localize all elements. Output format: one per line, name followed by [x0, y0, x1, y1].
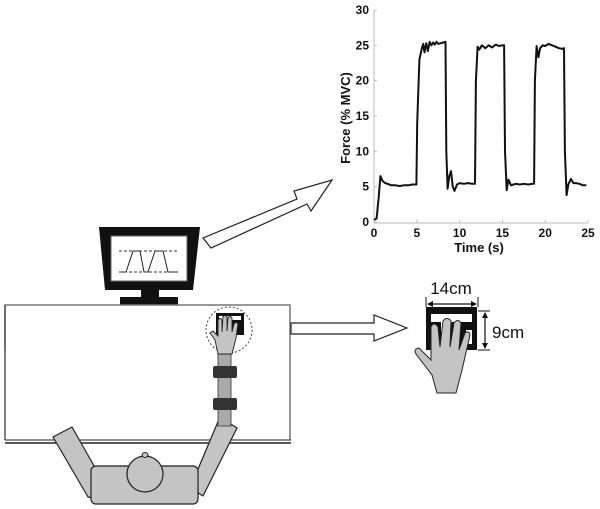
force-series-line — [373, 40, 587, 221]
arrow-to-keypad-inset — [290, 314, 409, 342]
y-tick-label: 5 — [362, 180, 369, 194]
nose — [141, 452, 149, 458]
inset-hand — [414, 318, 471, 394]
y-tick-label: 25 — [356, 38, 370, 52]
right-hand — [209, 315, 239, 355]
x-tick-label: 20 — [539, 226, 553, 240]
monitor-screen — [110, 235, 188, 282]
y-axis-label: Force (% MVC) — [338, 72, 353, 164]
x-tick-label: 5 — [413, 226, 420, 240]
monitor — [99, 227, 200, 305]
y-tick-label: 20 — [356, 74, 370, 88]
keypad-height-label: 9cm — [492, 323, 524, 342]
y-tick-label: 30 — [356, 3, 370, 17]
y-tick-label: 10 — [356, 144, 370, 158]
arrow-to-chart — [202, 178, 334, 249]
subject — [52, 306, 253, 505]
desk — [4, 304, 291, 444]
y-ticks: 0 5 10 15 20 25 30 — [356, 3, 377, 229]
x-tick-label: 0 — [371, 226, 378, 240]
x-axis-label: Time (s) — [454, 240, 504, 255]
head — [126, 455, 164, 493]
y-tick-label: 0 — [362, 215, 369, 229]
right-forearm — [217, 351, 232, 427]
lower-wrist-band — [213, 398, 237, 410]
upper-wrist-band — [213, 366, 237, 378]
x-tick-label: 25 — [581, 226, 595, 240]
monitor-base — [120, 297, 178, 305]
keypad-highlight-circle — [205, 306, 253, 354]
inset-key-row — [431, 314, 472, 322]
keypad-inset: 14cm 9cm — [414, 279, 524, 394]
height-arrowhead-top — [482, 312, 488, 318]
height-arrowhead-bottom — [482, 343, 488, 349]
width-arrowhead-left — [427, 301, 433, 307]
x-ticks: 0 5 10 15 20 25 — [371, 220, 595, 240]
width-arrowhead-right — [471, 301, 477, 307]
y-tick-label: 15 — [356, 109, 370, 123]
x-tick-label: 15 — [496, 226, 510, 240]
monitor-neck — [141, 290, 159, 297]
desk-outline — [4, 304, 291, 440]
x-tick-label: 10 — [453, 226, 467, 240]
keypad-width-label: 14cm — [430, 279, 472, 298]
force-chart: 0 5 10 15 20 25 30 0 5 10 15 20 25 Force (% MVC) Ti… — [338, 3, 595, 255]
